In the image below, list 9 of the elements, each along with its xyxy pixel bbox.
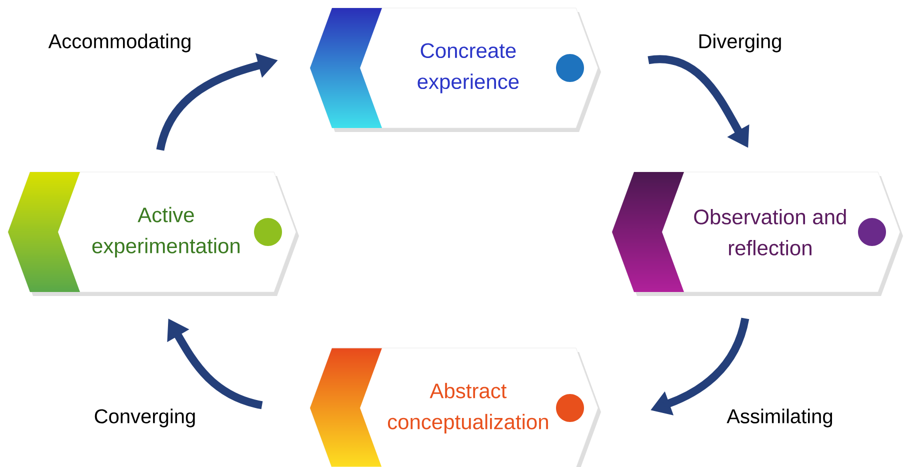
process-box: Observation and reflection	[612, 172, 903, 296]
edge-label: Converging	[94, 408, 195, 428]
edge-label: Accommodating	[48, 34, 190, 52]
process-box: Active experimentation	[8, 172, 299, 296]
node-label: Observation and reflection	[694, 209, 846, 256]
edge-label: Diverging	[699, 34, 781, 52]
edge-label: Assimilating	[726, 408, 832, 428]
process-box: Abstract conceptualization	[310, 348, 601, 467]
process-box: Concreate experience	[310, 8, 601, 132]
